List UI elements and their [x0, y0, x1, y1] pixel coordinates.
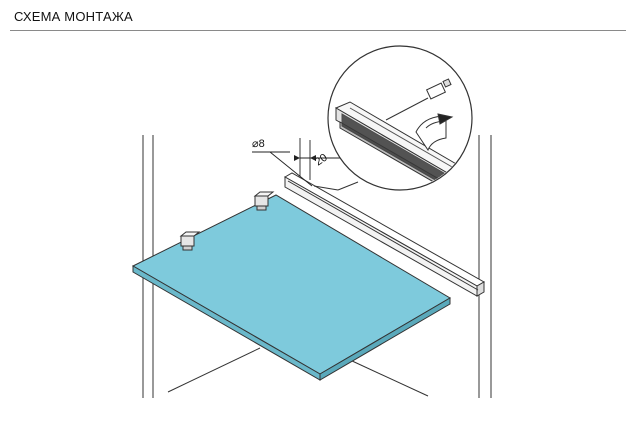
dimension-arrow-right	[310, 155, 316, 161]
shelf-holder-left	[179, 231, 201, 251]
page-title: СХЕМА МОНТАЖА	[14, 9, 133, 24]
shelf-holder-right	[253, 191, 275, 211]
led-profile-rail	[283, 172, 486, 297]
dimension-arrow-left	[294, 155, 300, 161]
dimension-lines	[252, 138, 340, 187]
detail-profile	[334, 78, 471, 189]
offset-label: 20	[313, 152, 330, 169]
header-divider	[10, 30, 626, 31]
glass-shelf	[131, 194, 451, 381]
diameter-label: ⌀8	[252, 138, 265, 150]
